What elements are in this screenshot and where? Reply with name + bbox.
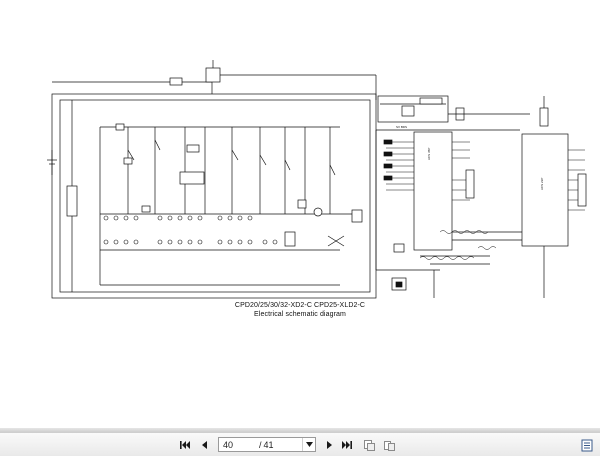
diagram-subtitle: Electrical schematic diagram bbox=[254, 311, 346, 318]
last-page-button[interactable] bbox=[340, 438, 354, 452]
first-page-button[interactable] bbox=[178, 438, 192, 452]
next-page-icon bbox=[327, 441, 332, 449]
next-page-button[interactable] bbox=[322, 438, 336, 452]
page-canvas: ACS 35P ACS 23P SV BDS CPD20/25/30/32-XD… bbox=[47, 60, 587, 318]
electrical-schematic-diagram: ACS 35P ACS 23P SV BDS bbox=[47, 60, 587, 299]
thumbnails-icon bbox=[581, 439, 593, 451]
viewer-toolbar: / 41 bbox=[0, 432, 600, 456]
diagram-title: CPD20/25/30/32-XD2-C CPD25-XLD2-C bbox=[234, 302, 366, 309]
page-number-input[interactable] bbox=[219, 438, 259, 451]
page-dropdown-button[interactable] bbox=[302, 438, 315, 451]
last-page-icon bbox=[342, 441, 352, 449]
page-separator: / bbox=[259, 439, 262, 450]
first-page-icon bbox=[180, 441, 190, 449]
two-page-view-icon bbox=[383, 440, 395, 451]
two-page-view-button[interactable] bbox=[382, 438, 396, 452]
chevron-down-icon bbox=[305, 442, 313, 447]
module-left-label: ACS 35P bbox=[427, 148, 431, 160]
page-number-box: / 41 bbox=[218, 437, 316, 452]
page-bottom-edge bbox=[0, 428, 600, 432]
single-page-view-button[interactable] bbox=[362, 438, 376, 452]
module-right-label: ACS 23P bbox=[540, 178, 544, 190]
previous-page-icon bbox=[202, 441, 207, 449]
previous-page-button[interactable] bbox=[198, 438, 212, 452]
single-page-view-icon bbox=[363, 439, 375, 451]
total-pages: 41 bbox=[263, 439, 274, 450]
bus-label: SV BDS bbox=[396, 125, 407, 129]
thumbnails-toggle-button[interactable] bbox=[580, 438, 594, 452]
